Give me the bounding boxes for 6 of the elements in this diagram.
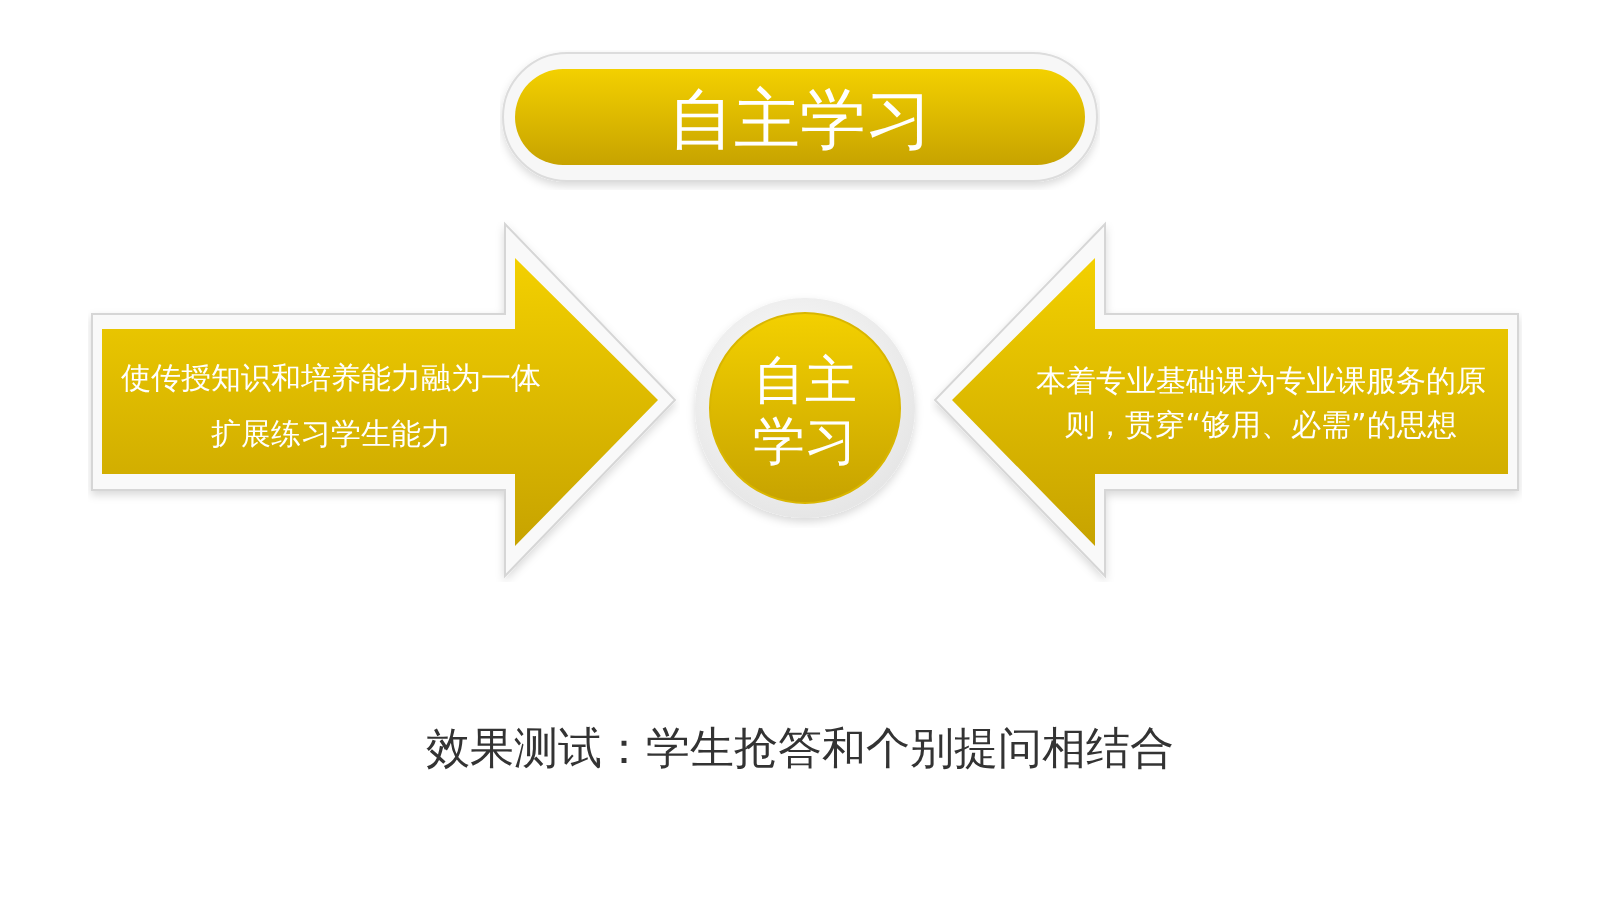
- arrow-text: 扩展练习学生能力: [210, 416, 452, 452]
- caption-text: 效果测试：学生抢答和个别提问相结合: [425, 722, 1175, 775]
- circle-text: 自主学习: [752, 350, 858, 472]
- arrow-text: 本着专业基础课为专业课服务的原则，贯穿“够用、必需”的思想: [1035, 362, 1487, 444]
- arrow-text: 使传授知识和培养能力融为一体: [120, 360, 542, 396]
- pill-text: 自主学习: [667, 80, 933, 160]
